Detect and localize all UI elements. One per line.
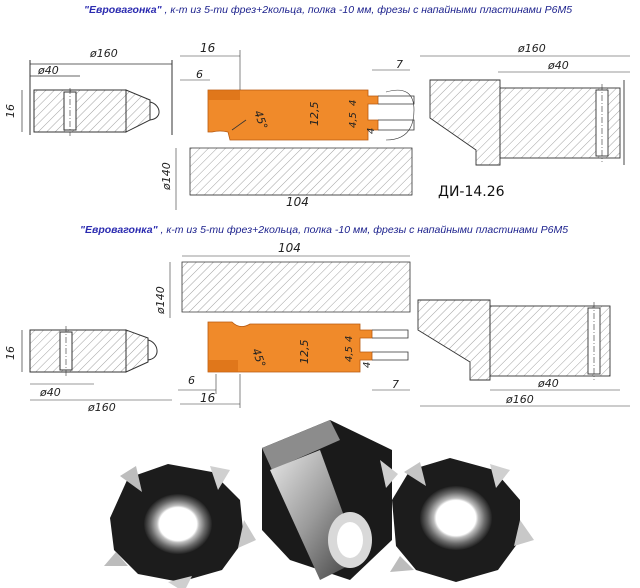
- model-code: ДИ-14.26: [438, 184, 505, 200]
- bottom-h12: 12,5: [298, 340, 311, 365]
- top-angle: 45°: [251, 109, 270, 132]
- bottom-left-d160: ø160: [87, 401, 116, 414]
- top-d140: ø140: [160, 162, 173, 191]
- bottom-d140: ø140: [154, 286, 167, 315]
- top-left-cutter: [21, 60, 173, 136]
- bottom-profile-dims: [178, 374, 410, 408]
- top-left-d160: ø160: [89, 47, 118, 60]
- bottom-left-cutter: [21, 326, 172, 401]
- bottom-h45: 4,5: [344, 346, 355, 362]
- bottom-left-d40: ø40: [39, 386, 61, 399]
- bottom-right-d160: ø160: [505, 393, 534, 406]
- bottom-board-dims: [169, 255, 410, 318]
- top-h12: 12,5: [308, 102, 321, 127]
- caption-text: , к-т из 5-ти фрез+2кольца, полка -10 мм…: [161, 4, 573, 16]
- top-right-cutter: [420, 55, 630, 166]
- top-left-d40: ø40: [37, 64, 59, 77]
- caption-top: "Евровагонка" , к-т из 5-ти фрез+2кольца…: [84, 4, 640, 16]
- left-cutter-photo: [104, 464, 256, 588]
- caption-text: , к-т из 5-ти фрез+2кольца, полка -10 мм…: [157, 224, 569, 236]
- top-board: [189, 147, 413, 196]
- top-w6: 6: [196, 68, 203, 81]
- top-w104: 104: [286, 195, 309, 209]
- bottom-board: [181, 261, 411, 313]
- caption-brand: "Евровагонка": [84, 4, 162, 16]
- bottom-right-d40: ø40: [537, 377, 559, 390]
- bottom-h4a: 4: [344, 336, 355, 342]
- bottom-w16: 16: [200, 391, 216, 405]
- top-w7: 7: [396, 58, 403, 71]
- caption-bottom: "Евровагонка" , к-т из 5-ти фрез+2кольца…: [80, 224, 640, 236]
- top-right-d40: ø40: [547, 59, 569, 72]
- bottom-w6: 6: [188, 374, 195, 387]
- bottom-left-h16: 16: [4, 346, 17, 360]
- top-right-d160: ø160: [517, 42, 546, 55]
- bottom-w7: 7: [392, 378, 399, 391]
- cutters-photo: [104, 420, 534, 588]
- bottom-w104: 104: [278, 241, 301, 255]
- caption-brand: "Евровагонка": [80, 224, 158, 236]
- bottom-profile: [207, 321, 409, 373]
- top-w16: 16: [200, 41, 216, 55]
- top-h45: 4,5: [348, 112, 359, 128]
- bottom-right-cutter: [417, 299, 630, 407]
- top-profile: [207, 89, 415, 141]
- top-h4a: 4: [348, 100, 359, 106]
- right-cutter-photo: [390, 458, 534, 582]
- middle-cutter-photo: [262, 420, 398, 580]
- top-h4b: 4: [366, 128, 377, 134]
- top-left-h16: 16: [4, 104, 17, 118]
- bottom-angle: 45°: [249, 347, 268, 370]
- bottom-h4b: 4: [362, 362, 373, 368]
